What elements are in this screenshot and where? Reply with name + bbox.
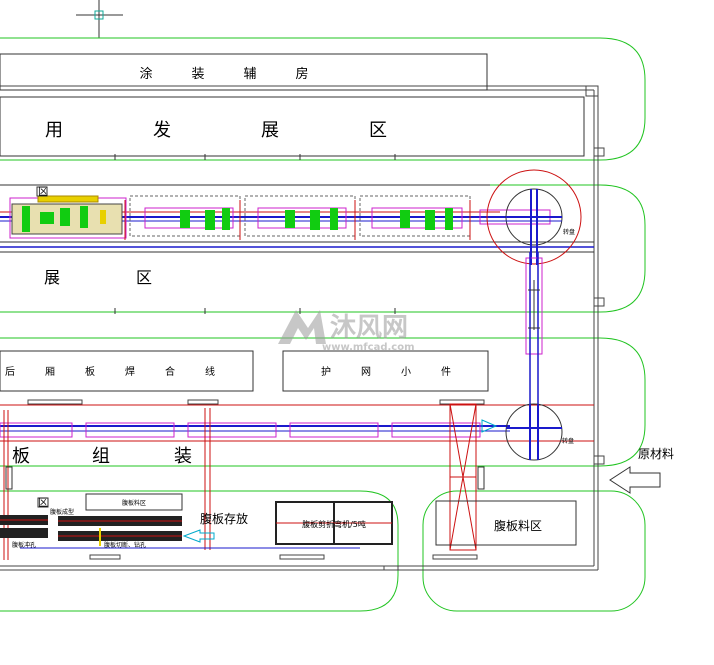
rear-weld-line-box xyxy=(0,350,254,392)
web-forming-label: 腹板成型 xyxy=(50,508,74,516)
zone-outlines xyxy=(0,37,646,612)
dev-zone-mark: 区 xyxy=(38,186,48,198)
web-forming-area xyxy=(0,493,360,549)
vertical-transfer-conveyor xyxy=(525,252,543,410)
lower-zone-mark: 区 xyxy=(38,497,48,509)
panel-label-c: 装 xyxy=(174,446,192,467)
panel-label-a: 板 xyxy=(12,446,30,467)
guard-parts-box xyxy=(282,350,489,392)
turntable-top-label: 转盘 xyxy=(563,228,575,236)
door-marker-left xyxy=(5,466,13,490)
press-machine-label: 腹板剪折弯机/5吨 xyxy=(302,519,366,529)
turntable-bottom xyxy=(505,403,563,461)
zone-outline-bottom-left xyxy=(0,490,399,612)
web-material-zone-label: 腹板料区 xyxy=(494,519,542,533)
door-marker-right xyxy=(477,466,485,490)
guard-parts-label: 护 网 小 件 xyxy=(321,365,451,378)
paint-building xyxy=(0,53,488,91)
crossed-transfer-area xyxy=(449,403,477,551)
upper-conveyor xyxy=(0,184,594,253)
tick-marks xyxy=(114,154,396,314)
press-machine xyxy=(275,501,393,545)
web-material-zone-box xyxy=(435,500,577,546)
dev-zone-label: 用 发 展 区 xyxy=(45,120,387,141)
web-storage-label: 腹板存放 xyxy=(200,511,248,526)
panel-label-b: 组 xyxy=(92,446,110,467)
dev-zone-area xyxy=(0,96,585,157)
web-material-small-label: 腹板料区 xyxy=(122,499,146,507)
paint-building-label: 涂 装 辅 房 xyxy=(139,66,308,82)
turntable-top xyxy=(486,169,582,265)
small-left-label: 腹板冲孔 xyxy=(12,541,36,549)
watermark-url: www.mfcad.com xyxy=(322,342,415,353)
zone2-label-a: 展 xyxy=(44,268,60,287)
zone-outline-upper xyxy=(0,184,646,313)
raw-material-label: 原材料 xyxy=(638,447,674,461)
turntable-bottom-label: 转盘 xyxy=(562,437,574,445)
zone2-label-b: 区 xyxy=(136,268,152,287)
crosshair-marker xyxy=(76,0,123,38)
watermark-logo-icon xyxy=(278,310,326,344)
watermark: 沐风网 www.mfcad.com xyxy=(278,310,415,353)
watermark-brand: 沐风网 xyxy=(330,313,408,343)
zone-outline-bottom-right xyxy=(422,490,646,612)
zone-outline-top xyxy=(0,37,646,161)
web-cut-label: 腹板切断、钻孔 xyxy=(104,541,146,549)
zone-outline-middle xyxy=(0,337,646,467)
rear-weld-line-label: 后 厢 板 焊 合 线 xyxy=(5,365,215,378)
raw-material-arrow xyxy=(609,466,661,494)
